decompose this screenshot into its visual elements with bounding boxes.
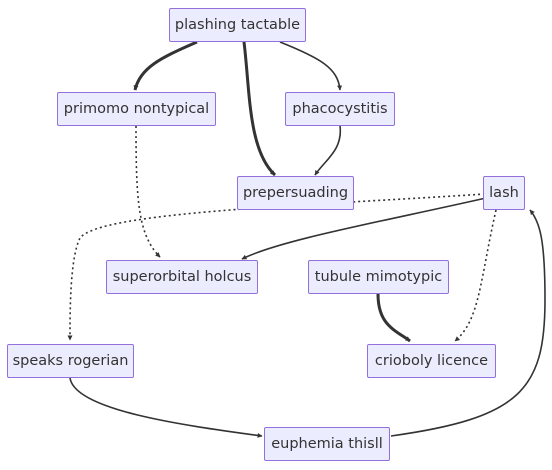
edge-euphemia-to-lash [390, 209, 546, 437]
edge-plashing-to-phacocystitis [279, 41, 343, 91]
edge-plashing-to-prepersuading [242, 41, 277, 177]
edge-speaks-to-euphemia [69, 377, 263, 438]
node-primomo-nontypical: primomo nontypical [57, 92, 216, 126]
node-tubule-mimotypic: tubule mimotypic [308, 260, 449, 294]
edge-phacocystitis-to-prepersuading [314, 125, 341, 176]
edge-primomo-to-superorbital [135, 125, 161, 258]
node-plashing-tactable: plashing tactable [169, 8, 306, 42]
edge-lash-to-crioboly [454, 209, 497, 342]
node-speaks-rogerian: speaks rogerian [7, 344, 134, 378]
edge-tubule-to-crioboly [376, 293, 411, 343]
node-euphemia-thisll: euphemia thisll [264, 427, 390, 461]
edge-lash-to-speaks [67, 193, 486, 341]
edge-lash-to-superorbital [241, 197, 487, 260]
node-superorbital-holcus: superorbital holcus [106, 260, 258, 294]
node-crioboly-licence: crioboly licence [367, 344, 496, 378]
node-phacocystitis: phacocystitis [285, 92, 395, 126]
edge-plashing-to-primomo [133, 40, 198, 91]
node-lash: lash [483, 176, 525, 210]
node-prepersuading: prepersuading [237, 176, 354, 210]
